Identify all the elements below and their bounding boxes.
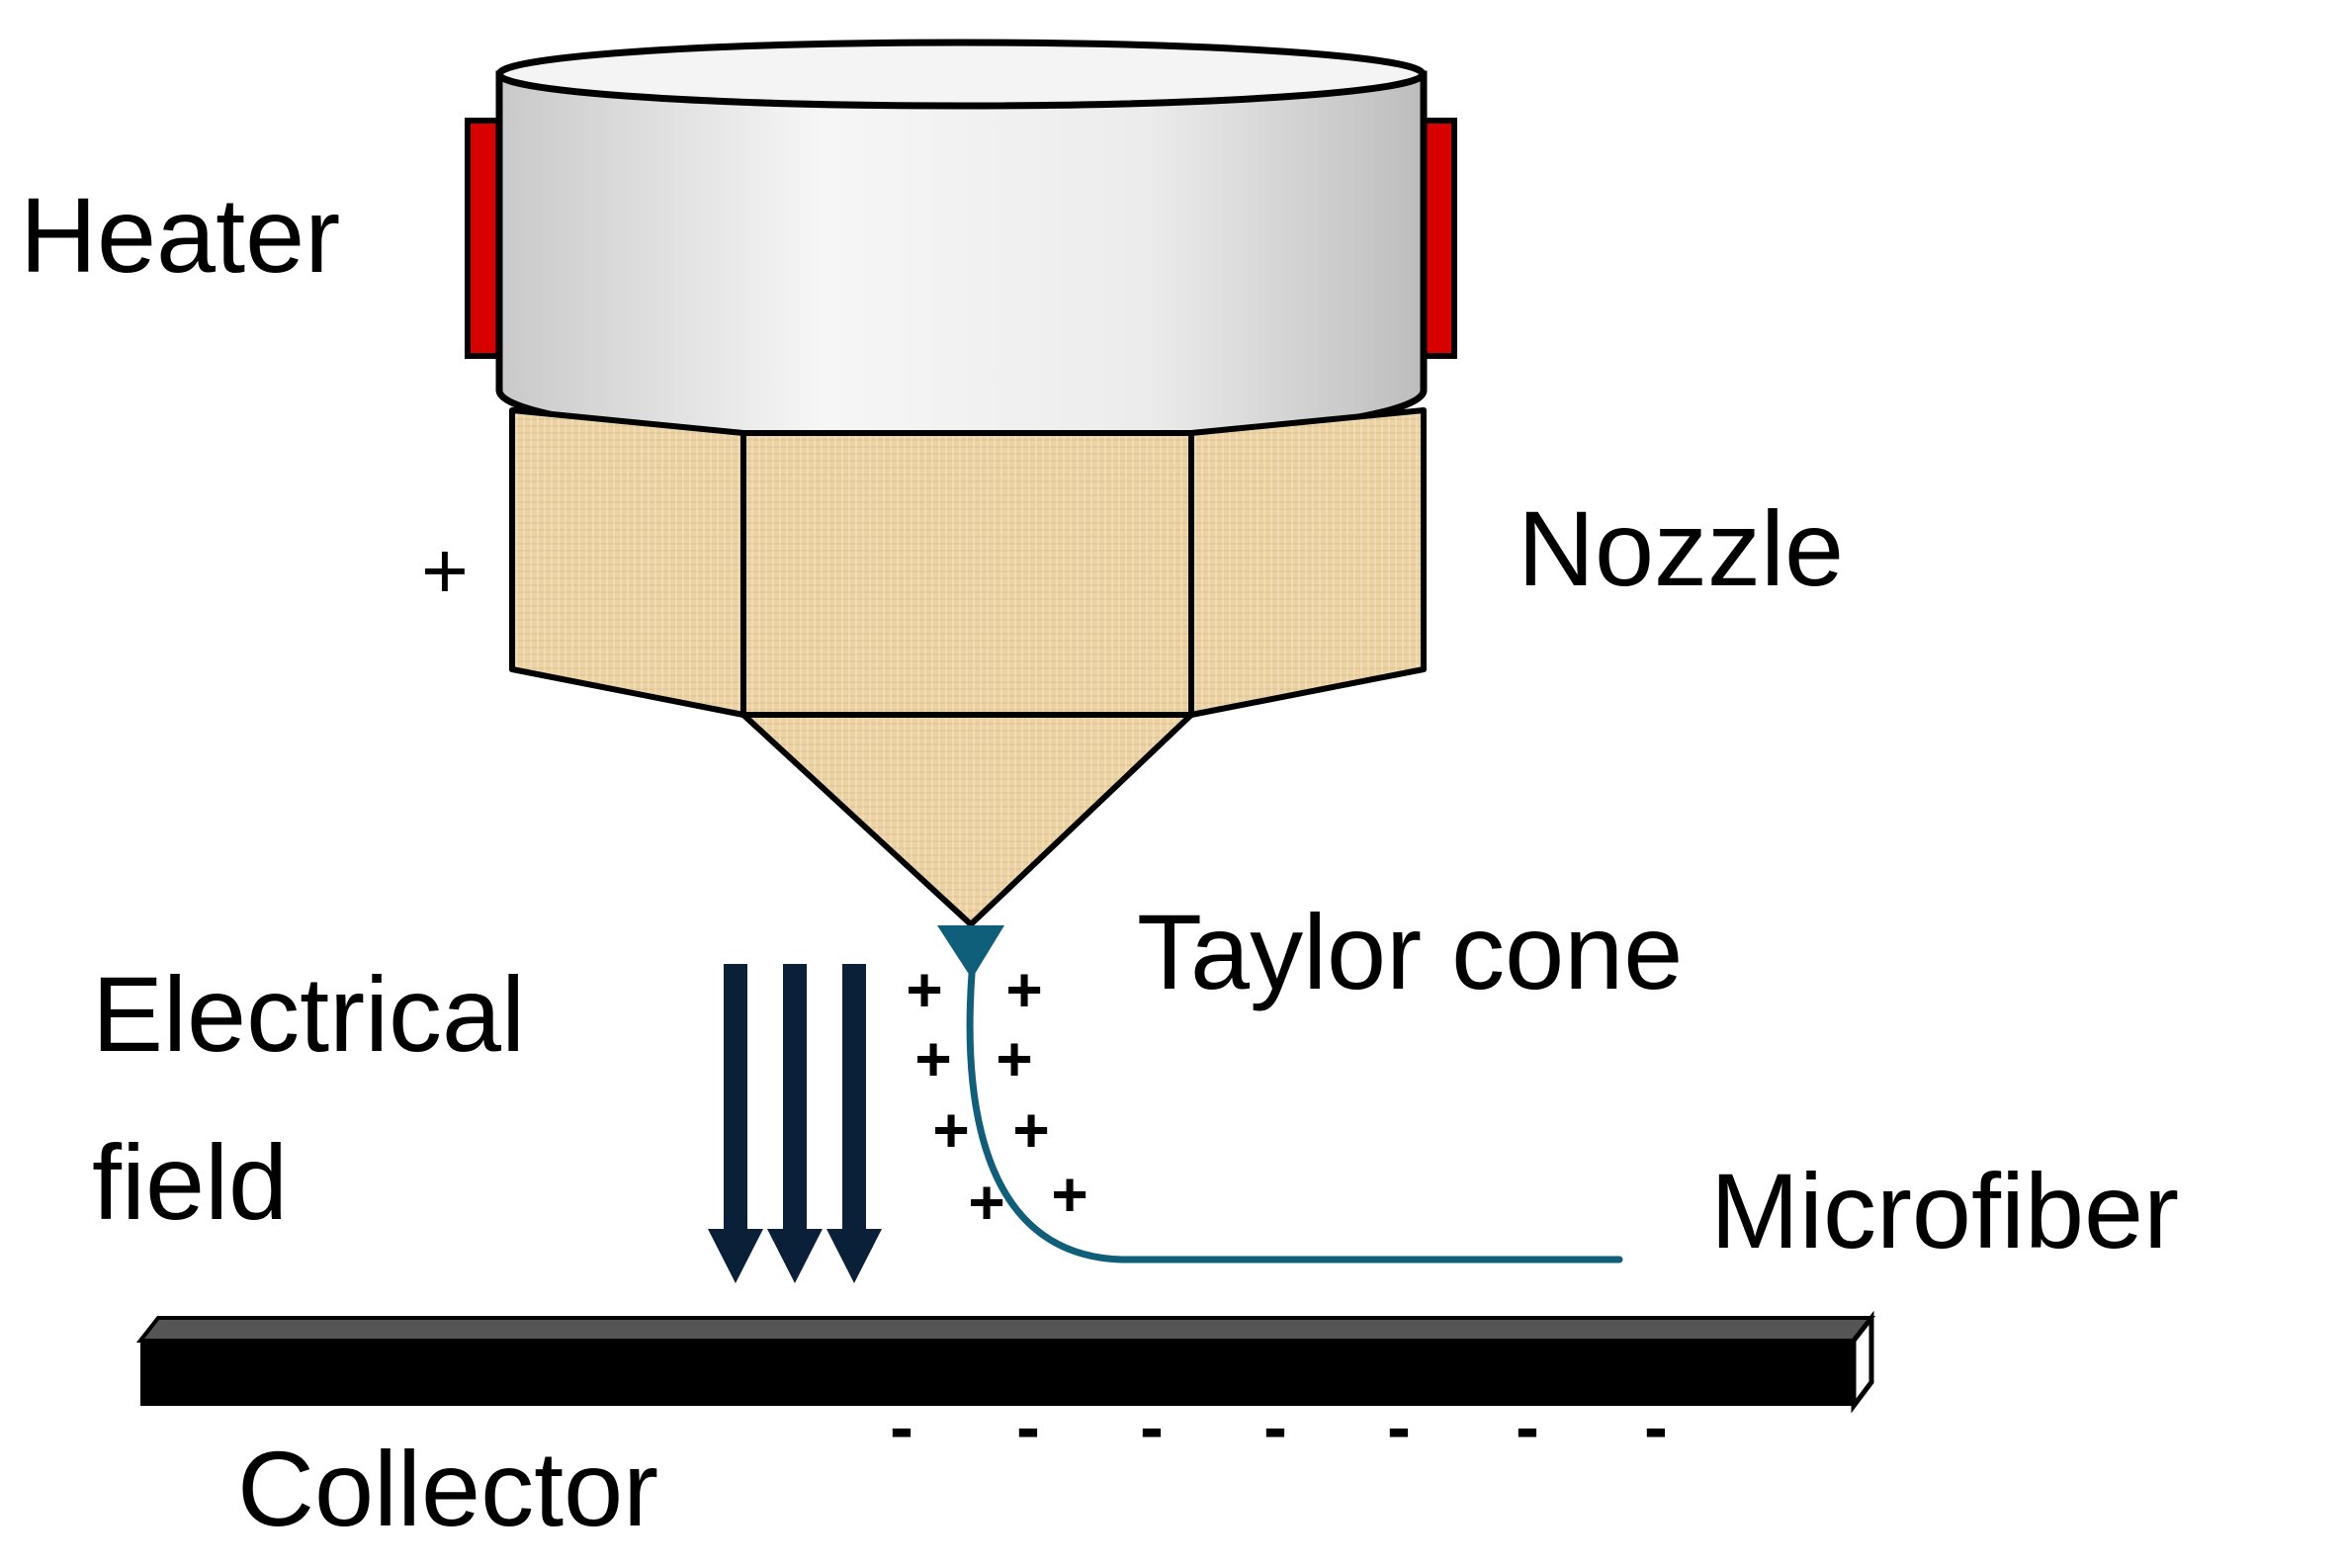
- jet-charge: +: [1005, 954, 1042, 1025]
- jet-charge: +: [996, 1023, 1032, 1094]
- collector-charge: -: [1516, 1388, 1539, 1467]
- field-arrow: [708, 964, 763, 1283]
- nozzle: [509, 407, 1427, 927]
- collector-plate: [135, 1310, 1876, 1414]
- taylor-cone-label: Taylor cone: [1137, 892, 1683, 1011]
- electrical-field-label-line1: Electrical: [92, 954, 525, 1074]
- electrical-field-label-line2: field: [92, 1122, 288, 1242]
- taylor-cone-shape: [937, 925, 1004, 979]
- collector-charge: -: [1263, 1388, 1287, 1467]
- jet-charge: +: [968, 1167, 1004, 1238]
- collector-charge: -: [890, 1388, 913, 1467]
- heater-label: Heater: [20, 175, 340, 295]
- reservoir-top: [495, 39, 1427, 110]
- collector-charge: -: [1140, 1388, 1164, 1467]
- microfiber-label: Microfiber: [1710, 1151, 2179, 1270]
- collector-charge: -: [1644, 1388, 1668, 1467]
- jet-charge: +: [906, 954, 942, 1025]
- collector-label: Collector: [237, 1429, 658, 1548]
- collector-charge: -: [1016, 1388, 1040, 1467]
- microfiber-jet: [966, 970, 1623, 1263]
- jet-charge: +: [1012, 1094, 1049, 1166]
- reservoir-body: [495, 70, 1428, 447]
- nozzle-center-panel: [740, 430, 1194, 718]
- nozzle-right-panel: [1188, 407, 1427, 718]
- nozzle-left-panel: [509, 407, 746, 718]
- jet-charge: +: [1051, 1159, 1087, 1230]
- nozzle-charge-sign: +: [421, 526, 469, 616]
- nozzle-label: Nozzle: [1518, 488, 1844, 608]
- heater-left: [465, 118, 504, 359]
- jet-charge: +: [914, 1023, 951, 1094]
- collector-charge: -: [1387, 1388, 1411, 1467]
- field-arrow: [767, 964, 823, 1283]
- field-arrow: [826, 964, 882, 1283]
- electrical-field-arrows: [708, 964, 882, 1283]
- nozzle-tip: [740, 712, 1194, 927]
- jet-charge: +: [932, 1094, 969, 1166]
